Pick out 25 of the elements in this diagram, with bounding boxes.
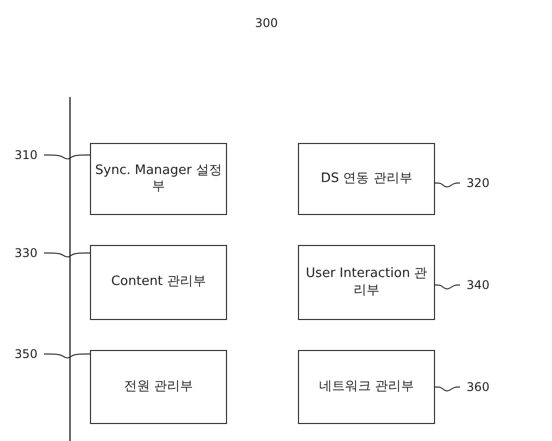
box-label: Content 관리부 xyxy=(111,274,206,291)
leader-line xyxy=(434,386,460,392)
leader-line xyxy=(434,284,460,290)
box-label: User Interaction 관리부 xyxy=(304,266,428,299)
leader-line xyxy=(44,154,90,160)
leader-line xyxy=(434,182,460,188)
component-box xyxy=(298,245,435,320)
component-box xyxy=(90,350,227,424)
callout-number: 360 xyxy=(466,380,490,394)
callout-number: 350 xyxy=(14,346,38,362)
box-label: DS 연동 관리부 xyxy=(320,170,412,188)
callout-number: 310 xyxy=(14,148,38,162)
box-label: Sync. Manager 설정부 xyxy=(95,162,222,196)
component-box xyxy=(90,245,227,320)
component-box xyxy=(298,143,435,215)
component-box xyxy=(298,350,435,424)
reference-number: 300 xyxy=(255,16,278,30)
box-label: 전원 관리부 xyxy=(124,378,194,396)
leader-line xyxy=(44,252,90,258)
callout-number: 330 xyxy=(14,246,38,260)
component-box xyxy=(90,143,227,215)
callout-number: 320 xyxy=(466,176,490,190)
leader-line xyxy=(44,354,90,358)
box-label: 네트워크 관리부 xyxy=(318,378,414,396)
callout-number: 340 xyxy=(466,278,490,292)
